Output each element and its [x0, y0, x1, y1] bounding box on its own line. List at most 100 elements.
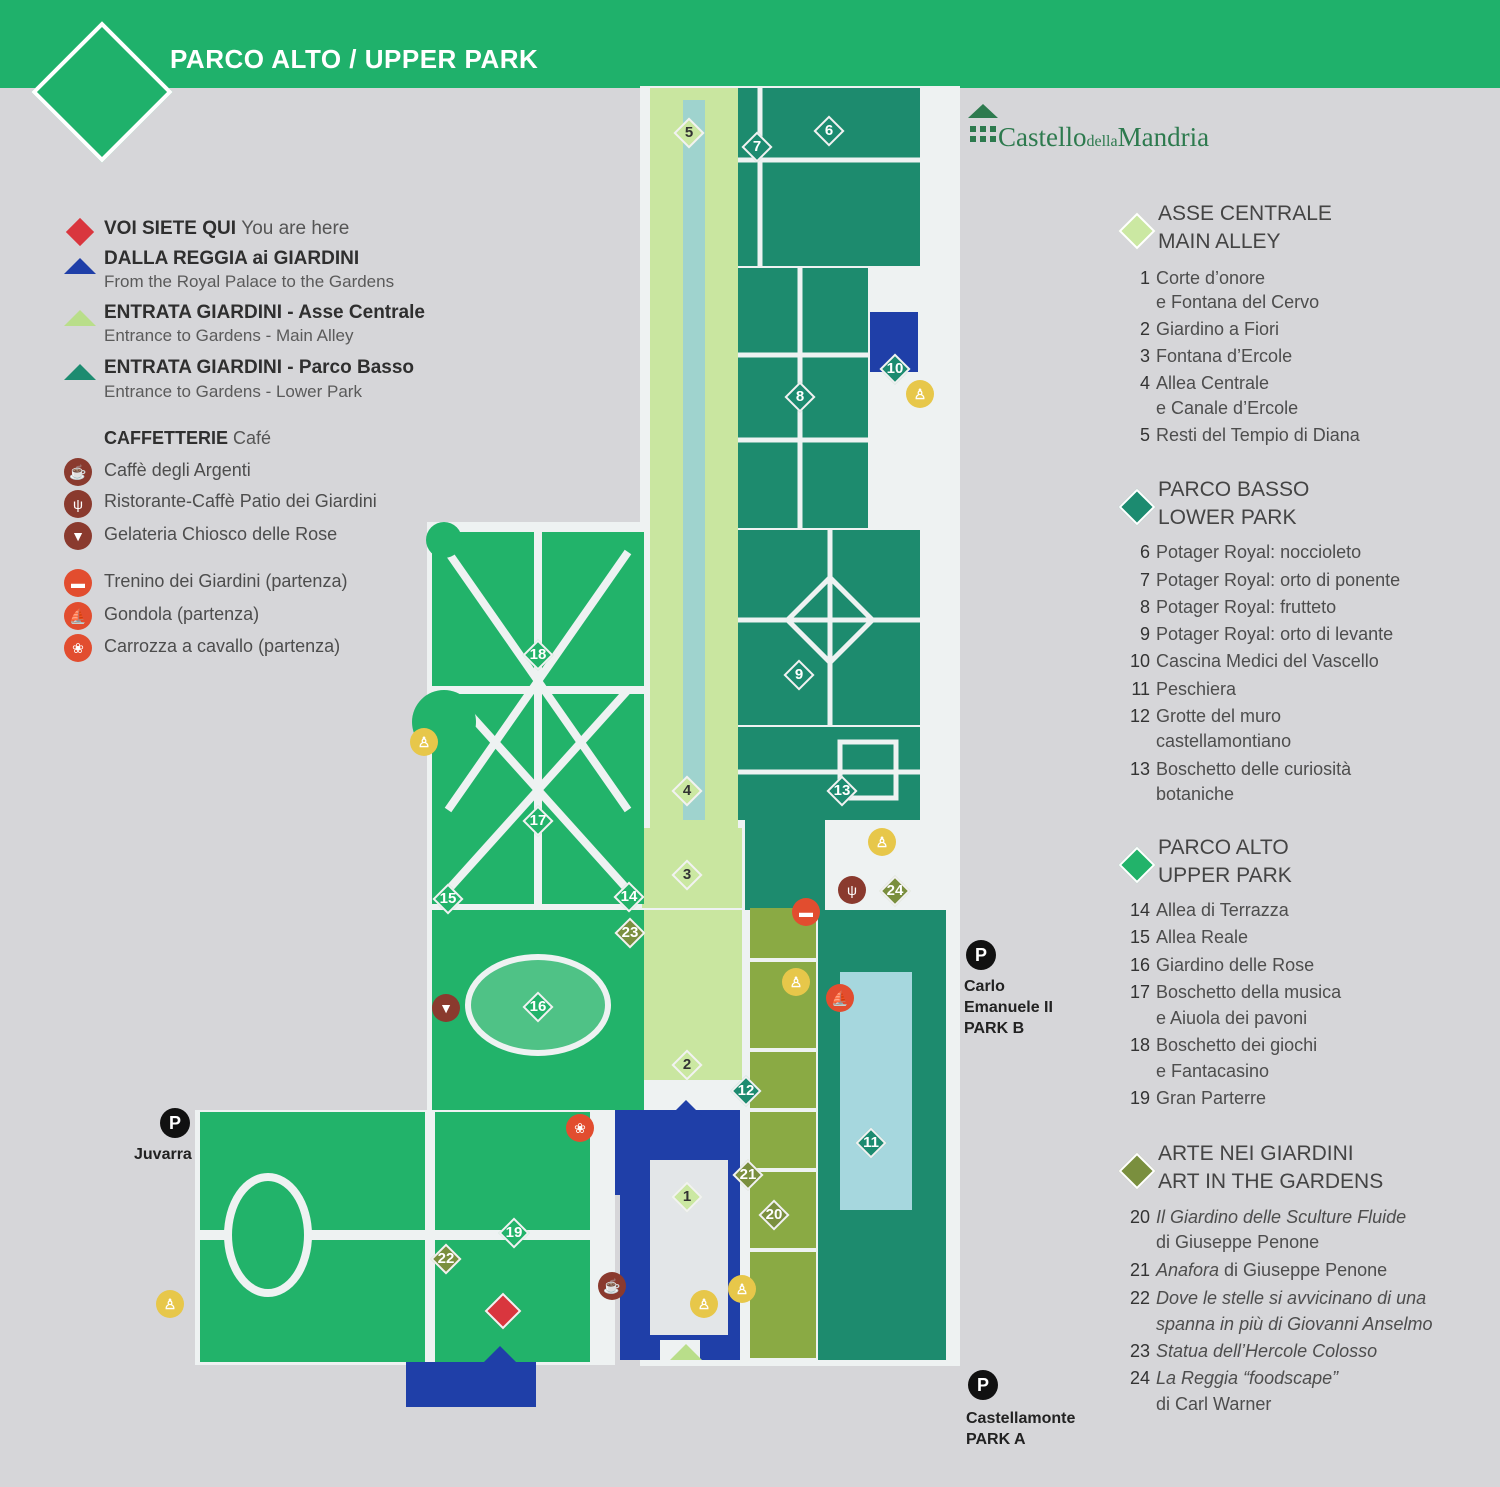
- entrance-reggia-icon[interactable]: [484, 1346, 516, 1362]
- legend-cafe-1: Caffè degli Argenti: [104, 460, 251, 480]
- art-paths: [750, 958, 816, 1252]
- restroom-icon[interactable]: ♙: [156, 1290, 184, 1318]
- parking-juvarra-icon[interactable]: P: [160, 1108, 190, 1138]
- index-item-22-l2: spanna in più di Giovanni Anselmo: [1156, 1314, 1433, 1334]
- round-grove-north: [426, 522, 462, 558]
- page-title: PARCO ALTO / UPPER PARK: [170, 44, 539, 74]
- palace-south-wing: [406, 1362, 536, 1407]
- train-icon[interactable]: ▬: [792, 898, 820, 926]
- entrance-reggia-icon[interactable]: [670, 1100, 702, 1116]
- index-item-1-l2: e Fontana del Cervo: [1156, 292, 1320, 312]
- gondola-icon: ⛵: [64, 602, 92, 630]
- curiosita-square-path: [837, 739, 899, 801]
- parking-b-icon[interactable]: P: [966, 940, 996, 970]
- carriage-icon: ❀: [64, 634, 92, 662]
- restaurant-icon: ψ: [64, 490, 92, 518]
- index-item-24-l2: di Carl Warner: [1156, 1394, 1272, 1414]
- gondola-icon[interactable]: ⛵: [826, 984, 854, 1012]
- restroom-icon[interactable]: ♙: [868, 828, 896, 856]
- giardino-fiori[interactable]: [642, 910, 742, 1080]
- legend-cafe-title: CAFFETTERIE Café: [104, 428, 272, 448]
- train-icon: ▬: [64, 569, 92, 597]
- legend-asse-sub: Entrance to Gardens - Main Alley: [104, 326, 354, 345]
- asse-triangle-icon: [64, 310, 96, 326]
- legend-transport-2: Gondola (partenza): [104, 604, 260, 624]
- index-item-12-l2: castellamontiano: [1156, 731, 1292, 751]
- legend-transport-1: Trenino dei Giardini (partenza): [104, 571, 348, 591]
- peschiera-pool[interactable]: [840, 972, 912, 1210]
- orto-diamond-path: [784, 574, 876, 666]
- legend-basso-sub: Entrance to Gardens - Lower Park: [104, 382, 362, 401]
- legend-cafe-3: Gelateria Chiosco delle Rose: [104, 524, 338, 544]
- reggia-triangle-icon: [64, 258, 96, 274]
- index-item-13-l2: botaniche: [1156, 784, 1235, 804]
- legend-cafe-2: Ristorante-Caffè Patio dei Giardini: [104, 491, 377, 511]
- legend-reggia: DALLA REGGIA ai GIARDINI: [104, 248, 360, 269]
- restroom-icon[interactable]: ♙: [728, 1275, 756, 1303]
- legend-here: VOI SIETE QUI You are here: [104, 218, 350, 239]
- coffee-cup-icon: ☕: [64, 458, 92, 486]
- index-item-4-l2: e Canale d’Ercole: [1156, 398, 1299, 418]
- building-small: [876, 268, 936, 308]
- restroom-icon[interactable]: ♙: [782, 968, 810, 996]
- ice-cream-icon: ▼: [64, 522, 92, 550]
- ice-cream-icon[interactable]: ▼: [432, 994, 460, 1022]
- parking-a-icon[interactable]: P: [968, 1370, 998, 1400]
- lower-park-block: [745, 820, 825, 910]
- castle-logo-icon: [968, 104, 998, 142]
- basso-triangle-icon: [64, 364, 96, 380]
- restroom-icon[interactable]: ♙: [690, 1290, 718, 1318]
- legend-reggia-sub: From the Royal Palace to the Gardens: [104, 272, 395, 291]
- restroom-icon[interactable]: ♙: [906, 380, 934, 408]
- index-item-20-l2: di Giuseppe Penone: [1156, 1232, 1320, 1252]
- restroom-icon[interactable]: ♙: [410, 728, 438, 756]
- legend-basso: ENTRATA GIARDINI - Parco Basso: [104, 357, 415, 378]
- legend-asse: ENTRATA GIARDINI - Asse Centrale: [104, 302, 425, 323]
- header-band: [0, 0, 1500, 88]
- brand-name: CastellodellaMandria: [998, 122, 1210, 152]
- index-item-17-l2: e Aiuola dei pavoni: [1156, 1008, 1308, 1028]
- canale-ercole: [683, 100, 705, 820]
- coffee-cup-icon[interactable]: ☕: [598, 1272, 626, 1300]
- index-item-18-l2: e Fantacasino: [1156, 1061, 1270, 1081]
- lower-park-paths: [738, 88, 920, 775]
- legend-transport-3: Carrozza a cavallo (partenza): [104, 636, 341, 656]
- parterre-oval: [224, 1173, 312, 1297]
- entrance-asse-icon[interactable]: [670, 1344, 702, 1360]
- parking-juvarra-label: Juvarra: [134, 1146, 192, 1163]
- carriage-icon[interactable]: ❀: [566, 1114, 594, 1142]
- upper-park-diagonals: [432, 532, 644, 904]
- restaurant-icon[interactable]: ψ: [838, 876, 866, 904]
